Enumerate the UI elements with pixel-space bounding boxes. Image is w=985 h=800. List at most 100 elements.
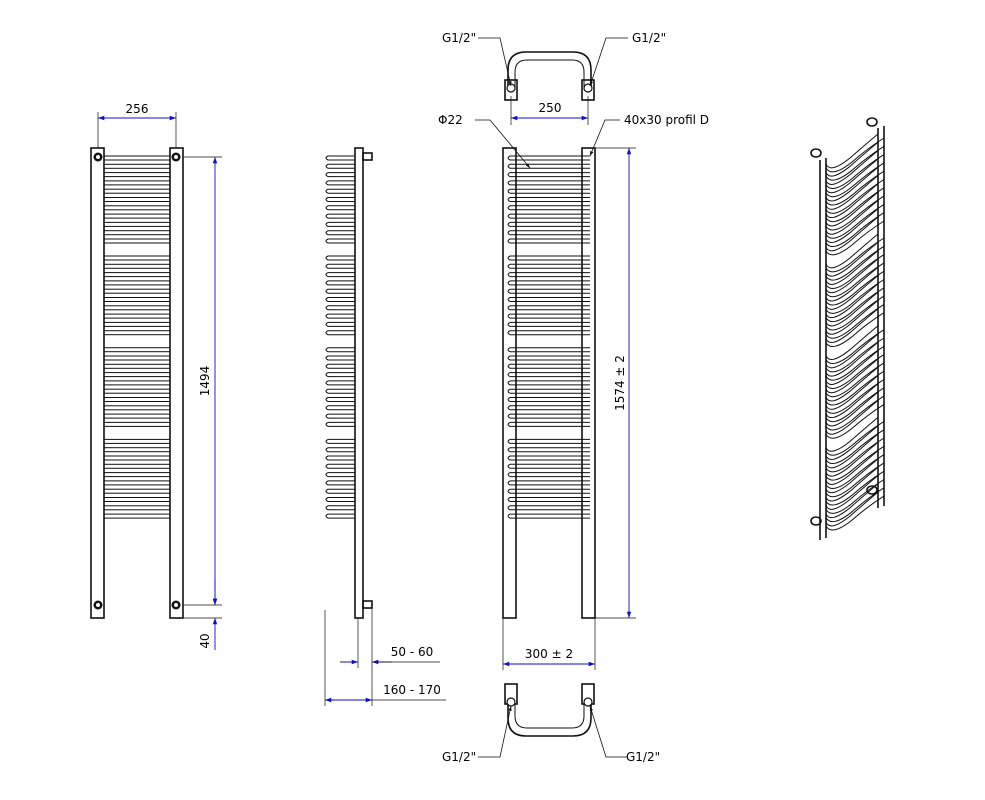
- front-connector-tl: [93, 152, 103, 162]
- side-tube: [325, 463, 355, 469]
- iso-tube-outer: [825, 303, 885, 339]
- side-tube: [325, 288, 355, 294]
- bottom-bracket: [504, 683, 595, 737]
- front-tube: [103, 388, 171, 394]
- iso-tube-outer: [825, 454, 885, 489]
- front-tube: [103, 313, 171, 319]
- dim-back-height-label: 1574 ± 2: [613, 355, 627, 411]
- label-top-right-thread: G1/2": [632, 31, 666, 45]
- side-tube: [325, 397, 355, 402]
- iso-tube-outer: [825, 329, 885, 365]
- side-tube: [325, 421, 355, 427]
- side-tube: [325, 272, 355, 278]
- front-tubes: [103, 155, 171, 519]
- back-tube: [507, 272, 590, 278]
- front-tube: [103, 263, 171, 269]
- front-right-rail: [169, 147, 184, 619]
- back-tube: [507, 163, 590, 169]
- iso-tube-outer: [825, 337, 885, 373]
- side-tube: [325, 355, 355, 361]
- iso-tube: [825, 183, 879, 219]
- iso-tube: [825, 241, 879, 277]
- front-tube: [103, 413, 171, 419]
- dim-back-width-label: 300 ± 2: [525, 647, 573, 661]
- iso-tube-outer: [825, 312, 885, 348]
- front-tube: [103, 438, 171, 444]
- iso-tube-outer: [825, 470, 885, 506]
- side-tube: [325, 197, 355, 202]
- side-tubes: [325, 155, 355, 519]
- front-tube: [103, 421, 171, 427]
- iso-tube-outer: [825, 395, 885, 431]
- side-connector-top: [362, 152, 373, 161]
- iso-tube: [825, 358, 879, 394]
- side-tube: [325, 172, 355, 178]
- back-tube: [507, 397, 590, 402]
- iso-tube: [825, 441, 879, 477]
- front-tube: [103, 472, 171, 478]
- iso-tube: [825, 350, 879, 385]
- back-tube: [507, 230, 590, 236]
- iso-tube-outer: [825, 379, 885, 414]
- iso-tube-outer: [825, 479, 885, 514]
- front-left-rail: [90, 147, 105, 619]
- iso-tube-outer: [825, 429, 885, 465]
- iso-tube-outer: [825, 354, 885, 389]
- back-tube: [507, 421, 590, 427]
- side-tube: [325, 230, 355, 236]
- isometric-view: [810, 117, 885, 540]
- side-tube: [325, 405, 355, 411]
- iso-tube: [825, 433, 879, 469]
- back-tube: [507, 172, 590, 178]
- iso-tube-outer: [825, 179, 885, 214]
- front-tube: [103, 355, 171, 361]
- iso-tube: [825, 166, 879, 202]
- front-tube: [103, 213, 171, 219]
- iso-tube-outer: [825, 437, 885, 473]
- iso-tube-outer: [825, 145, 885, 181]
- iso-tube: [825, 158, 879, 194]
- front-tube: [103, 463, 171, 469]
- back-tube: [507, 297, 590, 302]
- side-tube: [325, 488, 355, 494]
- dim-front-bottom-label: 40: [198, 633, 212, 648]
- front-connector-br: [171, 600, 181, 610]
- side-tube: [325, 280, 355, 286]
- back-tube: [507, 213, 590, 219]
- iso-tube: [825, 175, 879, 210]
- back-tube: [507, 413, 590, 419]
- side-tube: [325, 480, 355, 486]
- front-tube: [103, 372, 171, 378]
- back-left-rail: [502, 147, 517, 619]
- iso-tube-outer: [825, 462, 885, 498]
- back-tube: [507, 180, 590, 186]
- back-tube: [507, 405, 590, 411]
- side-tube: [325, 263, 355, 269]
- iso-tube-outer: [825, 295, 885, 331]
- iso-tube: [825, 417, 879, 452]
- iso-tube: [825, 275, 879, 310]
- iso-tube-outer: [825, 262, 885, 298]
- iso-tube: [825, 375, 879, 410]
- front-tube: [103, 305, 171, 311]
- iso-tube: [825, 366, 879, 402]
- iso-tube: [825, 250, 879, 285]
- back-tube: [507, 188, 590, 194]
- back-tube: [507, 197, 590, 202]
- iso-tube-outer: [825, 345, 885, 381]
- back-tube: [507, 438, 590, 444]
- side-tube: [325, 188, 355, 194]
- iso-tube: [825, 391, 879, 427]
- iso-tube: [825, 308, 879, 344]
- back-tubes: [507, 155, 590, 519]
- front-tube: [103, 480, 171, 486]
- iso-tube: [825, 458, 879, 494]
- side-tube: [325, 297, 355, 302]
- label-bottom-left-thread: G1/2": [442, 750, 476, 764]
- back-tube: [507, 255, 590, 261]
- front-tube: [103, 513, 171, 519]
- iso-tube-outer: [825, 445, 885, 481]
- iso-tube-outer: [825, 195, 885, 231]
- front-tube: [103, 238, 171, 244]
- front-tube: [103, 180, 171, 186]
